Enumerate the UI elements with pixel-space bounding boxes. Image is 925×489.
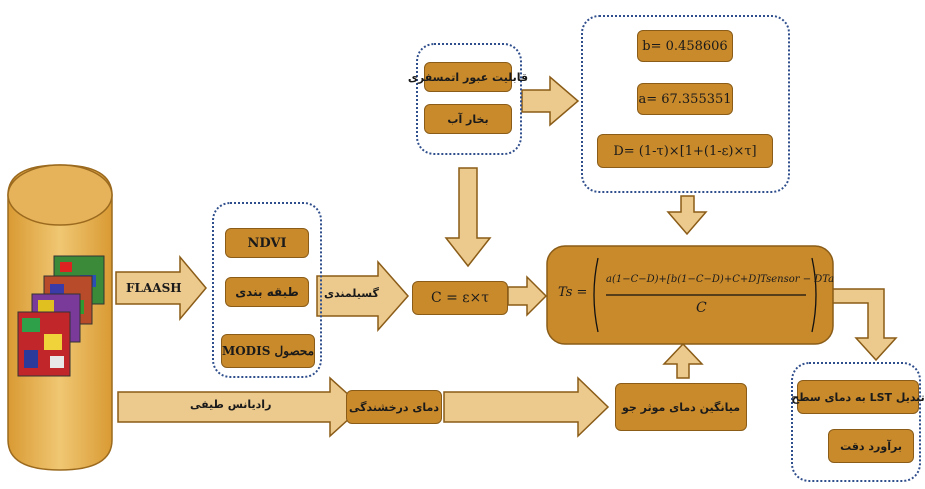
coefficients-group [581, 15, 790, 193]
emissivity-arrow [316, 260, 410, 332]
coefficient-a-box: a= 67.355351 [637, 83, 733, 115]
d-formula-box: D= (1-τ)×[1+(1-ε)×τ] [597, 134, 773, 168]
formula-numerator: a(1−C−D)+[b(1−C−D)+C+D]Tsensor − DTa [606, 274, 835, 285]
classification-box: طبقه بندی [225, 277, 309, 307]
atmosphere-inputs-group [416, 43, 522, 155]
modis-product-box: محصول MODIS [221, 334, 315, 368]
brightness-temp-box: دمای درخشندگی [346, 390, 442, 424]
accuracy-assessment-box: برآورد دقت [828, 429, 914, 463]
coefficients-down-arrow [666, 195, 708, 236]
formula-denominator: C [696, 300, 707, 316]
ndvi-box: NDVI [225, 228, 309, 258]
transmittance-down-arrow [444, 167, 492, 268]
brightness-arrow [443, 376, 610, 438]
formula-lhs: Ts = [558, 285, 588, 300]
emissivity-label: گسیلمندی [324, 287, 379, 300]
c-formula-box: C = ε×τ [412, 281, 508, 315]
atmosphere-up-arrow [662, 342, 704, 379]
flaash-arrow [115, 254, 207, 322]
c-to-formula-arrow [507, 275, 548, 317]
mean-atmosphere-temp-box: میانگین دمای موثر جو [615, 383, 747, 431]
lst-conversion-box: تبدیل LST به دمای سطح [791, 380, 925, 414]
top-right-arrow [521, 75, 580, 127]
coefficient-b-box: b= 0.458606 [637, 30, 733, 62]
flaash-label: FLAASH [126, 281, 182, 295]
spectral-radiance-label: رادیانس طیفی [190, 398, 272, 411]
lst-elbow-arrow [831, 288, 898, 362]
water-vapor-box: بخار آب [424, 104, 512, 134]
input-layers-group [212, 202, 322, 378]
transmittance-box: قابلیت عبور اتمسفری [408, 62, 528, 92]
satellite-image-stack-icon [17, 255, 105, 377]
output-group [791, 362, 921, 482]
radiance-arrow [117, 376, 364, 438]
